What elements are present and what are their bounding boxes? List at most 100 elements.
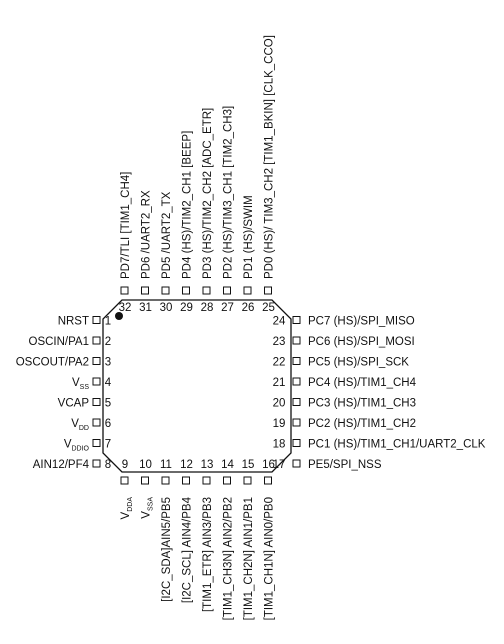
pin-name-text: PD1 (HS)/SWIM xyxy=(243,195,255,279)
pin-label-3: OSCOUT/PA2 xyxy=(16,357,89,369)
pin-pad-20 xyxy=(292,398,301,406)
pin-number-5: 5 xyxy=(105,398,111,410)
pin-label-21: PC4 (HS)/TIM1_CH4 xyxy=(308,377,417,389)
pin-number-17: 17 xyxy=(273,459,286,471)
chip-package-body xyxy=(102,299,292,473)
pin-pad-26 xyxy=(243,286,252,295)
pin-pad-24 xyxy=(292,316,301,324)
pin-label-2: OSCIN/PA1 xyxy=(29,336,90,348)
pin-pad-15 xyxy=(243,476,252,485)
pin-number-18: 18 xyxy=(273,439,286,451)
pin-pad-29 xyxy=(182,286,190,295)
pin-label-16: [TIM1_CH1N] AIN0/PB0 xyxy=(264,497,276,620)
pin-name-text: OSCOUT/PA2 xyxy=(16,357,89,369)
pin-name-text: PD0 (HS)/ TIM3_CH2 [TIM1_BKIN] [CLK_CCO] xyxy=(264,35,276,279)
pin-pad-18 xyxy=(292,439,301,447)
pin-name-text: V xyxy=(72,377,80,389)
pin-name-text: [I2C_SCL] AIN4/PB4 xyxy=(182,496,194,603)
pin-label-8: AIN12/PF4 xyxy=(33,459,90,471)
pin-name-text: V xyxy=(141,511,153,519)
pin-name-text: PD4 (HS)/TIM2_CH1 [BEEP] xyxy=(182,131,194,279)
pin-pad-7 xyxy=(92,439,101,447)
pin-name-text: V xyxy=(64,439,72,451)
pin-name-text: PD2 (HS)/TIM3_CH1 [TIM2_CH3] xyxy=(223,106,235,279)
pin-number-2: 2 xyxy=(105,336,111,348)
pin-label-23: PC6 (HS)/SPI_MOSI xyxy=(308,336,415,348)
pin-pad-28 xyxy=(202,286,211,295)
pin-label-11: [I2C_SDA]AIN5/PB5 xyxy=(161,497,173,602)
pin-number-21: 21 xyxy=(273,377,286,389)
pin-label-7: VDDIO xyxy=(64,439,90,453)
pin-number-24: 24 xyxy=(273,316,286,328)
pin-pad-27 xyxy=(223,286,231,295)
pin-number-11: 11 xyxy=(160,459,172,471)
pin-label-5: VCAP xyxy=(58,398,90,410)
pin-label-26: PD1 (HS)/SWIM xyxy=(243,195,255,279)
pin-pad-9 xyxy=(120,476,129,485)
pin-label-31: PD6 /UART2_RX xyxy=(141,190,153,279)
pin-label-6: VDD xyxy=(71,418,89,432)
pin-label-13: [TIM1_ETR] AIN3/PB3 xyxy=(202,497,214,612)
pin-name-text: [I2C_SDA]AIN5/PB5 xyxy=(161,497,173,602)
pin-name-text: NRST xyxy=(58,316,89,328)
pin-name-text: PC4 (HS)/TIM1_CH4 xyxy=(308,377,417,389)
pin-label-10: VSSA xyxy=(141,497,155,519)
pin-number-27: 27 xyxy=(221,302,234,314)
pin-pad-23 xyxy=(292,336,301,345)
pin-number-28: 28 xyxy=(201,302,214,314)
pin-pad-25 xyxy=(264,286,272,295)
pin-number-10: 10 xyxy=(139,459,152,471)
pin-label-14: [TIM1_CH3N] AIN2/PB2 xyxy=(223,497,235,620)
pin-pad-31 xyxy=(141,286,149,295)
pin-name-text: PC7 (HS)/SPI_MISO xyxy=(308,316,415,328)
pin-number-30: 30 xyxy=(160,302,173,314)
pin-number-32: 32 xyxy=(119,302,132,314)
pin-pad-10 xyxy=(141,476,149,485)
pin-number-12: 12 xyxy=(180,459,193,471)
pin-name-text: PC5 (HS)/SPI_SCK xyxy=(308,357,409,369)
pin-name-text: [TIM1_CH2N] AIN1/PB1 xyxy=(243,497,255,620)
pin-name-text: PD5 /UART2_TX xyxy=(161,191,173,279)
pin-name-subscript: DDIO xyxy=(72,446,90,453)
pin-pad-11 xyxy=(161,476,170,485)
pin-number-20: 20 xyxy=(273,398,286,410)
pin-name-text: V xyxy=(120,511,132,519)
pin-number-7: 7 xyxy=(105,439,111,451)
pin-number-25: 25 xyxy=(262,302,275,314)
pin-name-text: OSCIN/PA1 xyxy=(29,336,90,348)
pin-pad-3 xyxy=(92,357,101,365)
pin-label-1: NRST xyxy=(58,316,89,328)
pin-pad-14 xyxy=(223,476,231,485)
pin-pad-6 xyxy=(92,418,101,427)
pin-name-text: AIN12/PF4 xyxy=(33,459,90,471)
pin-pad-4 xyxy=(92,377,101,386)
pin-label-32: PD7/TLI [TIM1_CH4] xyxy=(120,172,132,279)
pin-number-14: 14 xyxy=(221,459,234,471)
pin-pad-1 xyxy=(92,316,101,324)
pin-number-22: 22 xyxy=(273,357,286,369)
pin-name-text: V xyxy=(71,418,79,430)
pin-name-subscript: DD xyxy=(79,425,89,432)
pin-pad-16 xyxy=(264,476,272,485)
pin-pad-32 xyxy=(120,286,129,295)
pin-label-9: VDDA xyxy=(120,497,134,520)
pin-label-29: PD4 (HS)/TIM2_CH1 [BEEP] xyxy=(182,131,194,279)
pin-name-text: PD7/TLI [TIM1_CH4] xyxy=(120,172,132,279)
pin-pad-22 xyxy=(292,357,301,365)
pins-layer: 1NRST2OSCIN/PA13OSCOUT/PA24VSS5VCAP6VDD7… xyxy=(16,35,486,620)
pin-number-19: 19 xyxy=(273,418,286,430)
pin-label-20: PC3 (HS)/TIM1_CH3 xyxy=(308,398,416,410)
pin-name-text: VCAP xyxy=(58,398,90,410)
pin-number-23: 23 xyxy=(273,336,286,348)
pin-label-17: PE5/SPI_NSS xyxy=(308,459,382,471)
pin-label-27: PD2 (HS)/TIM3_CH1 [TIM2_CH3] xyxy=(223,106,235,279)
pin-number-4: 4 xyxy=(105,377,112,389)
pin-label-4: VSS xyxy=(72,377,89,391)
pin-name-text: PC2 (HS)/TIM1_CH2 xyxy=(308,418,416,430)
pin-number-16: 16 xyxy=(262,459,275,471)
pin-pad-13 xyxy=(202,476,211,485)
pin-name-text: [TIM1_CH3N] AIN2/PB2 xyxy=(223,497,235,620)
pin-name-text: PE5/SPI_NSS xyxy=(308,459,382,471)
pin-pad-8 xyxy=(92,459,101,468)
